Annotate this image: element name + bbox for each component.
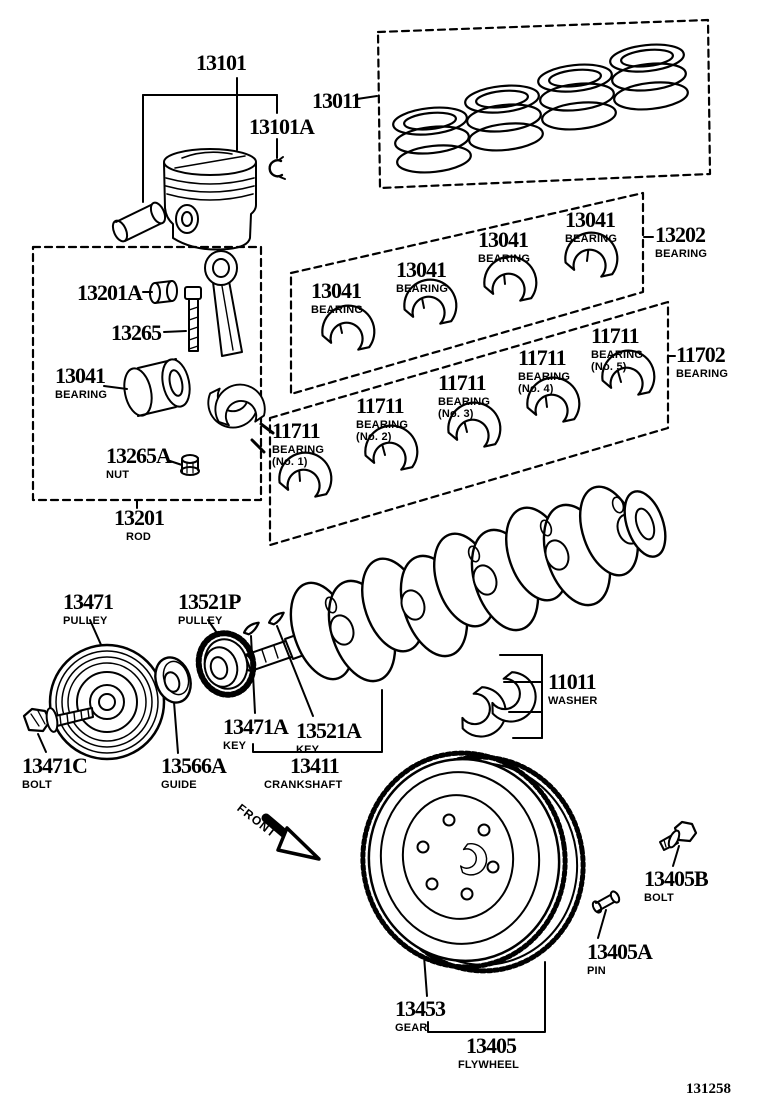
thrust-washers xyxy=(456,654,545,746)
rod-bushing xyxy=(142,280,178,304)
figure-number: 131258 xyxy=(686,1081,731,1097)
piston xyxy=(163,148,257,251)
part-label-13201a: 13201A xyxy=(77,280,143,305)
piston-assembly xyxy=(111,77,286,251)
rod-bearing-shells xyxy=(103,358,191,417)
part-label-13011: 13011 xyxy=(312,88,362,113)
crank-pulley-drawing xyxy=(48,619,166,761)
part-label-13101a: 13101A xyxy=(249,114,315,139)
pulley-bolt-drawing xyxy=(22,707,94,753)
snap-ring xyxy=(268,156,286,180)
timing-pulley-drawing xyxy=(195,619,257,698)
piston-rings-box xyxy=(356,18,712,190)
part-label-13101: 13101 xyxy=(196,50,247,75)
rod-nut xyxy=(169,454,200,476)
flywheel-bolt-drawing xyxy=(659,820,698,867)
pulley-guide-drawing xyxy=(154,656,192,754)
front-arrow xyxy=(261,813,321,861)
part-label-13265: 13265 xyxy=(111,320,162,345)
connecting-rod xyxy=(204,250,275,454)
flywheel-pin-drawing xyxy=(591,890,621,939)
piston-pin xyxy=(111,201,167,243)
lower-bearing-box xyxy=(268,300,676,547)
upper-bearing-box xyxy=(289,191,654,396)
flywheel-drawing xyxy=(360,750,586,1033)
rod-bolt xyxy=(163,286,202,352)
connecting-rod-box xyxy=(31,245,275,509)
crankshaft-drawing xyxy=(241,485,667,753)
